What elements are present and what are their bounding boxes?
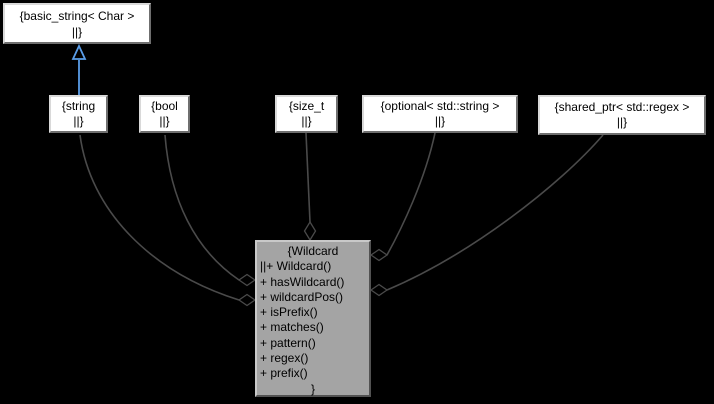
wildcard-title: {Wildcard <box>287 244 339 258</box>
wildcard-member: + pattern() <box>260 335 316 350</box>
node-label: {shared_ptr< std::regex > <box>554 100 690 114</box>
aggregation-diamond-icon <box>369 248 389 262</box>
inheritance-arrowhead-icon <box>71 43 87 60</box>
node-string[interactable]: {string ||} <box>49 95 108 133</box>
node-shared-ptr-std-regex[interactable]: {shared_ptr< std::regex > ||} <box>538 95 706 135</box>
edge-wildcard-bool-aggregation <box>164 134 240 281</box>
edge-wildcard-optional-aggregation <box>386 132 436 256</box>
node-bool[interactable]: {bool ||} <box>139 95 190 133</box>
wildcard-member: + hasWildcard() <box>260 274 345 289</box>
node-label: {bool <box>151 99 178 113</box>
wildcard-member: + isPrefix() <box>260 305 318 320</box>
node-label: {basic_string< Char > <box>19 9 135 23</box>
node-wildcard-main: {Wildcard ||+ Wildcard() + hasWildcard()… <box>255 240 371 397</box>
node-label: ||} <box>434 114 446 128</box>
node-label: ||} <box>301 114 312 128</box>
wildcard-closing-brace: } <box>310 381 315 396</box>
wildcard-member: + regex() <box>260 351 309 366</box>
node-label: ||} <box>71 25 83 39</box>
aggregation-diamond-icon <box>237 293 257 307</box>
node-optional-std-string[interactable]: {optional< std::string > ||} <box>362 95 518 133</box>
node-size-t[interactable]: {size_t ||} <box>275 95 338 133</box>
node-label: ||} <box>616 115 628 129</box>
wildcard-member: + wildcardPos() <box>260 289 344 304</box>
aggregation-diamond-icon <box>237 273 257 287</box>
aggregation-diamond-icon <box>303 220 317 242</box>
wildcard-member: + prefix() <box>260 366 308 381</box>
node-basic-string[interactable]: {basic_string< Char > ||} <box>3 3 151 44</box>
node-label: {optional< std::string > <box>380 99 500 113</box>
node-label: ||} <box>159 114 170 128</box>
wildcard-member: ||+ Wildcard() <box>260 259 332 274</box>
node-label: ||} <box>73 114 84 128</box>
aggregation-diamond-icon <box>369 283 389 297</box>
wildcard-member: + matches() <box>260 320 324 335</box>
edge-wildcard-string-aggregation <box>79 134 240 301</box>
edge-wildcard-sizet-aggregation <box>305 132 311 223</box>
node-label: {size_t <box>288 99 325 113</box>
edge-wildcard-sharedptr-aggregation <box>386 134 604 291</box>
node-label: {string <box>61 99 96 113</box>
